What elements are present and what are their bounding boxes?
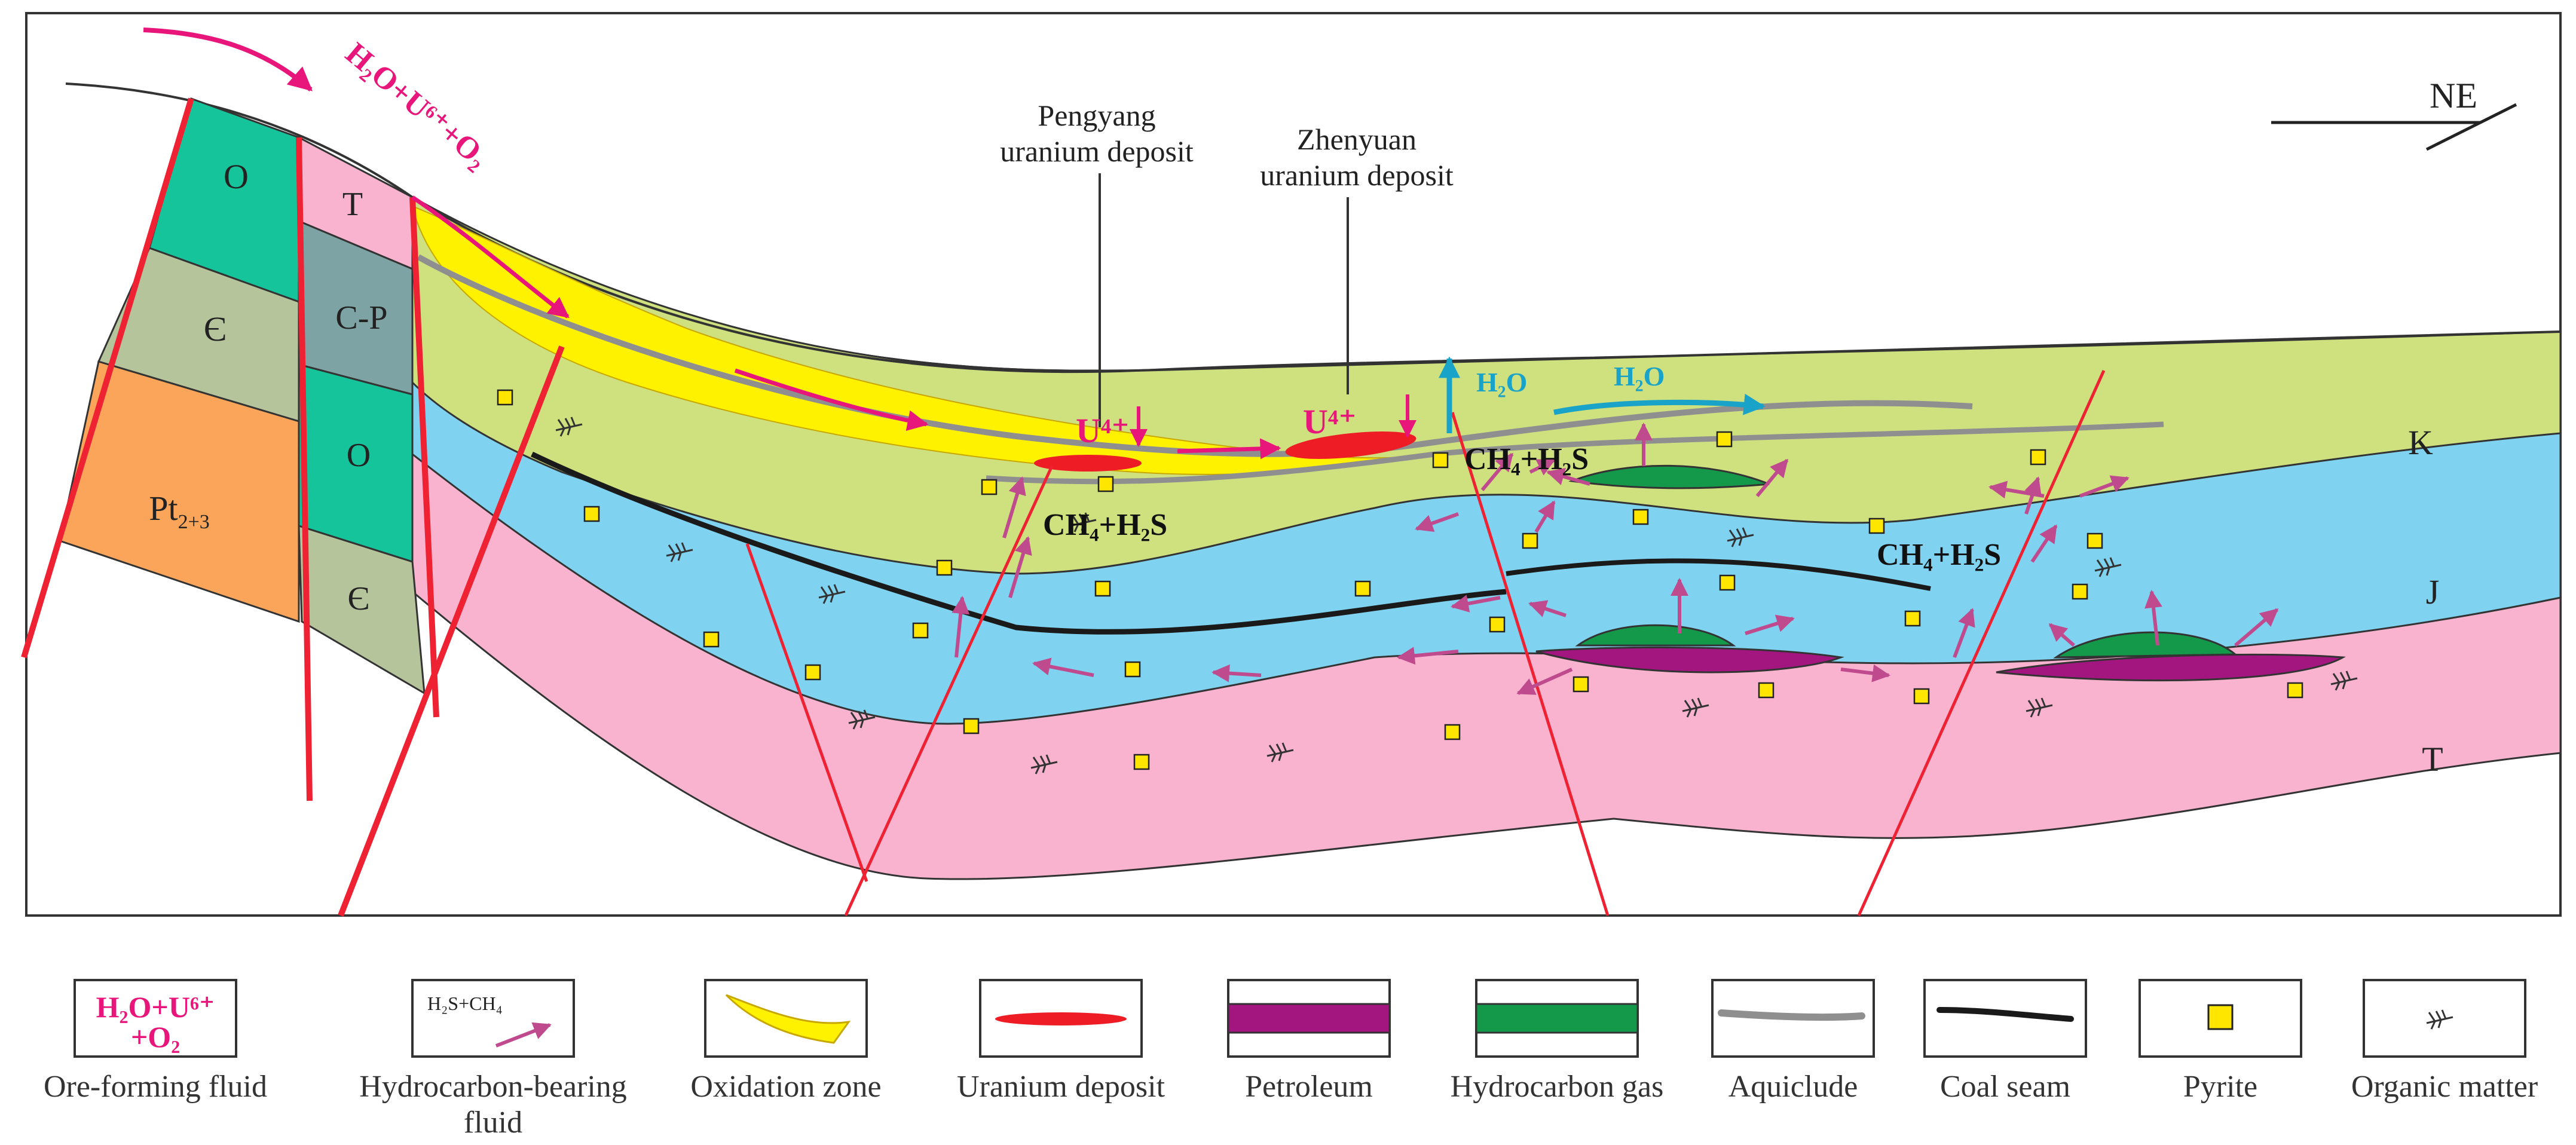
- fault-thin-4: [1857, 369, 2106, 917]
- zhenyuan-label-line1: Zhenyuan: [1297, 123, 1417, 156]
- surface-line: [65, 82, 2561, 373]
- formation-t-upper: T: [342, 186, 363, 223]
- formation-pt: Pt2+3: [149, 489, 210, 533]
- gas-label-a: CH₄+H₂S: [1043, 508, 1167, 542]
- legend-hc-label-line1: Hydrocarbon-bearing: [359, 1070, 627, 1104]
- formation-j: J: [2426, 572, 2440, 611]
- fault-thin-3: [1451, 412, 1610, 916]
- aquiclude-upper: [417, 254, 1973, 457]
- legend-oxidation-swatch: [725, 994, 851, 1044]
- pengyang-label-line1: Pengyang: [1038, 99, 1155, 132]
- legend-hc-label-line2: fluid: [464, 1106, 522, 1140]
- fault-boundary-1: [21, 97, 194, 659]
- fault-boundary-4: [338, 345, 565, 917]
- legend-gas-swatch: [1475, 1003, 1639, 1034]
- formation-o-upper: O: [224, 157, 249, 196]
- formation-cambrian-lower: Є: [348, 580, 370, 617]
- formation-k: K: [2408, 423, 2433, 462]
- legend-petroleum-swatch: [1227, 1003, 1391, 1034]
- legend-pyrite-label: Pyrite: [2183, 1070, 2257, 1104]
- ore-fluid-arrow-top: [143, 27, 313, 92]
- uranium-deposit-pengyang: [1034, 455, 1142, 472]
- legend-aquiclude-label: Aquiclude: [1728, 1070, 1858, 1104]
- ore-fluid-arrow-deposit: [1177, 438, 1281, 460]
- petroleum-trap-middle: [1535, 646, 1844, 673]
- proterozoic-block: [59, 360, 300, 623]
- legend-gas-label: Hydrocarbon gas: [1451, 1070, 1664, 1104]
- formation-cp: C-P: [335, 299, 387, 336]
- legend-oxidation-label: Oxidation zone: [690, 1070, 881, 1104]
- legend-ore-box-line2: +O₂: [131, 1020, 180, 1054]
- fault-boundary-3: [409, 197, 439, 718]
- water-label-a: H₂O: [1476, 367, 1527, 397]
- ore-fluid-arrow-slope: [411, 195, 570, 319]
- fault-boundary-2: [296, 137, 313, 801]
- gas-label-b: CH₄+H₂S: [1464, 442, 1589, 476]
- legend-uranium-swatch: [995, 1012, 1127, 1025]
- formation-t-right: T: [2422, 740, 2443, 779]
- fault-thin-1: [745, 543, 868, 882]
- water-arrow-right: [1553, 393, 1766, 415]
- hydrocarbon-arrows: [952, 423, 2279, 695]
- legend-hc-arrow: [495, 1022, 552, 1048]
- zhenyuan-label-line2: uranium deposit: [1260, 158, 1454, 192]
- orientation-indicator: NE: [2271, 76, 2517, 151]
- water-label-b: H₂O: [1614, 361, 1665, 391]
- petroleum-trap-right: [1996, 653, 2346, 682]
- u4-label-b: U⁴⁺: [1303, 402, 1357, 441]
- legend-coal-label: Coal seam: [1940, 1070, 2070, 1104]
- legend-pyrite-swatch: [2207, 1004, 2234, 1030]
- ore-fluid-arrow-zone: [734, 368, 929, 431]
- coal-seam-right: [1506, 558, 1931, 591]
- formation-cambrian-upper: Є: [204, 310, 227, 348]
- pengyang-label-line2: uranium deposit: [1000, 134, 1194, 168]
- legend: H₂O+U⁶⁺ +O₂ Ore-forming fluid H₂S+CH₄ Hy…: [44, 979, 2538, 1140]
- legend-coal-swatch: [1936, 1007, 2074, 1022]
- legend-ore-label: Ore-forming fluid: [44, 1070, 267, 1104]
- legend-organic-label: Organic matter: [2351, 1070, 2538, 1104]
- gas-trap-middle: [1575, 624, 1736, 647]
- orientation-label: NE: [2430, 76, 2477, 115]
- legend-aquiclude-swatch: [1718, 1009, 1865, 1021]
- legend-ore-box: [74, 979, 237, 1058]
- legend-uranium-label: Uranium deposit: [957, 1070, 1165, 1104]
- legend-petroleum-label: Petroleum: [1245, 1070, 1373, 1104]
- formation-o-lower: O: [347, 437, 371, 474]
- uranium-deposit-zhenyuan: [1285, 431, 1417, 459]
- gas-label-c: CH₄+H₂S: [1877, 538, 2001, 572]
- legend-ore-box-line1: H₂O+U⁶⁺: [96, 990, 215, 1024]
- coal-seam-left: [531, 451, 1507, 635]
- ore-fluid-label: H₂O+U⁶⁺+O₂: [339, 36, 495, 175]
- legend-hc-box-text: H₂S+CH₄: [427, 993, 503, 1014]
- aquiclude-lower: [986, 421, 2164, 485]
- u4-label-a: U⁴⁺: [1076, 411, 1130, 450]
- legend-hc-box: [411, 979, 575, 1058]
